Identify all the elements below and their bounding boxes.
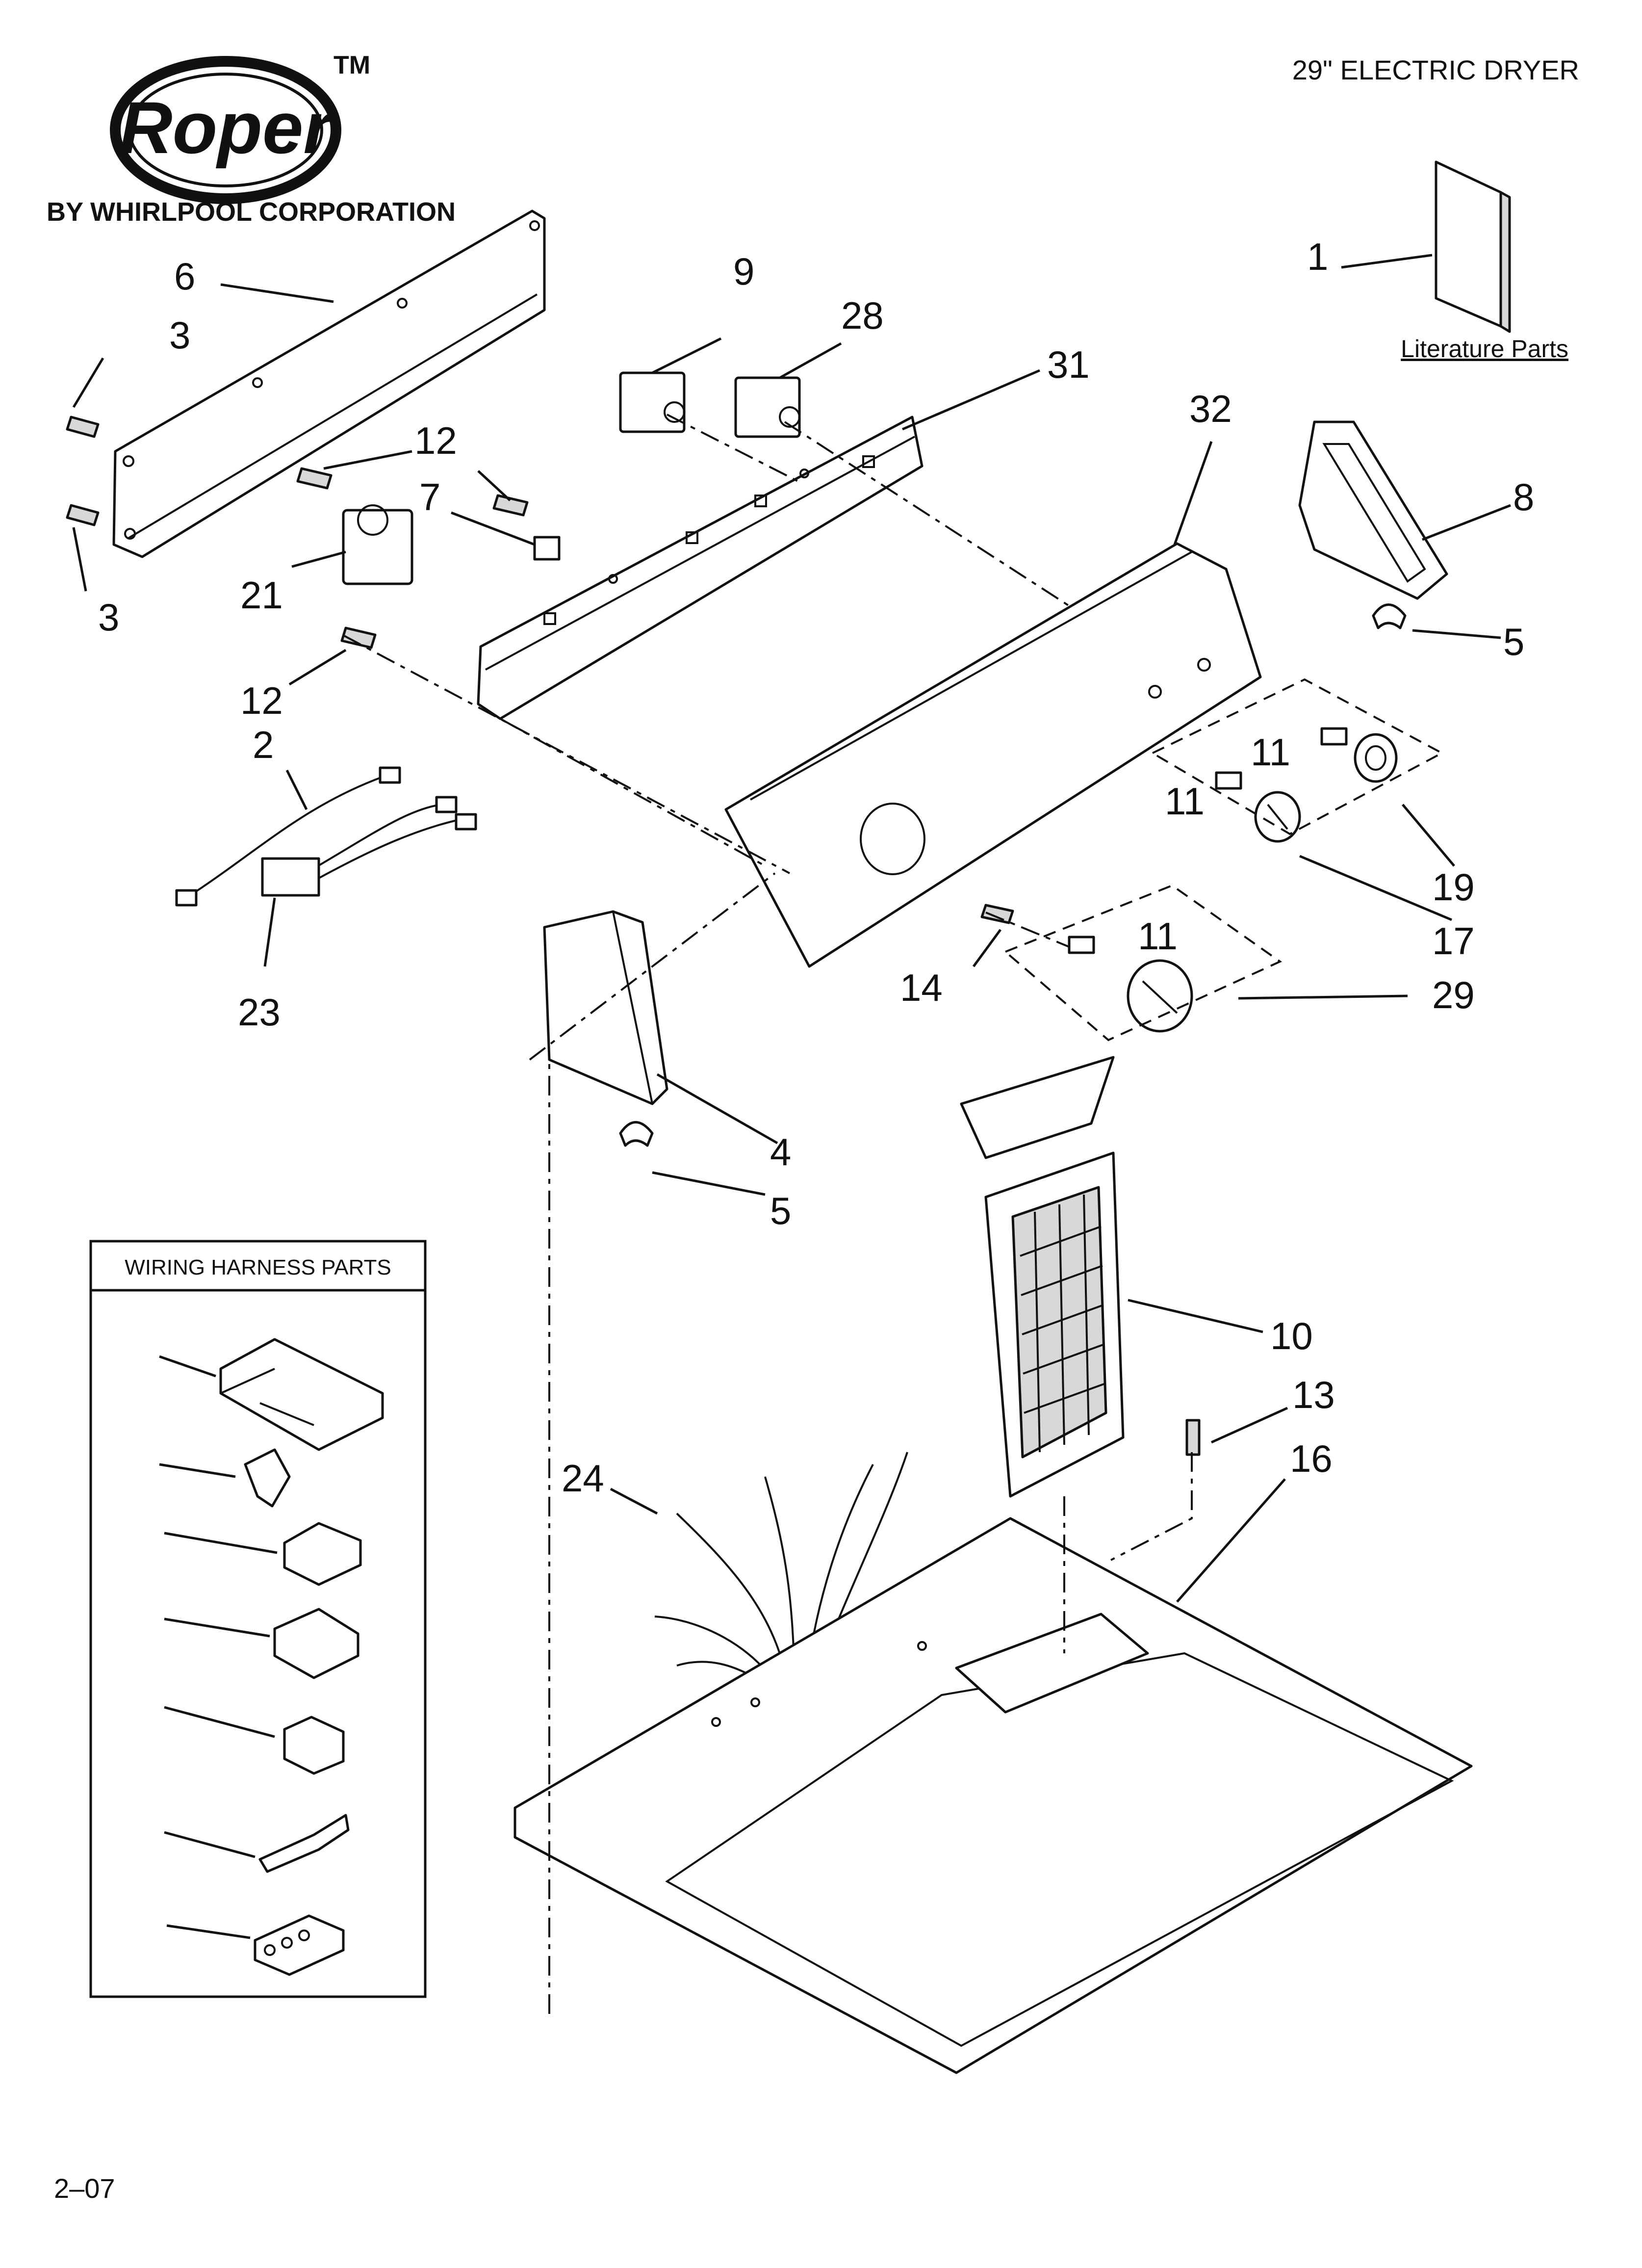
timer-21 [342, 504, 413, 585]
harness-part-20 [283, 1522, 362, 1586]
wire-harness-2 [175, 766, 477, 907]
clip-parts [619, 603, 1407, 1147]
knob-17 [1254, 791, 1301, 843]
switch-9 [619, 371, 686, 433]
callout-16: 16 [1290, 1437, 1333, 1480]
mounting-bracket [112, 209, 546, 558]
harness-box-title: WIRING HARNESS PARTS [125, 1255, 391, 1279]
harness-part-25 [273, 1608, 359, 1679]
callout-31: 31 [1047, 343, 1090, 386]
harness-part-27 [258, 1814, 350, 1873]
console-housing [724, 542, 1262, 968]
assembly-lines [343, 414, 1444, 2014]
callout-9: 9 [733, 250, 754, 293]
roper-logo: Roper TM [110, 51, 370, 204]
callout-13: 13 [1292, 1373, 1335, 1416]
dryer-top-16 [513, 1517, 1473, 2074]
callout-10: 10 [1270, 1314, 1313, 1357]
callout-3a: 3 [169, 313, 190, 357]
callout-7: 7 [419, 475, 440, 519]
callout-21: 21 [240, 574, 283, 617]
callout-5a: 5 [1503, 620, 1524, 663]
callout-12a: 12 [414, 419, 457, 462]
callout-17: 17 [1432, 919, 1475, 963]
harness-part-18 [244, 1448, 291, 1508]
console-back-panel [477, 416, 924, 720]
leader-arrows [72, 254, 1511, 1603]
end-cap-left [543, 910, 668, 1105]
callout-11b: 11 [1165, 780, 1205, 823]
page-code: 2–07 [54, 2173, 115, 2204]
callout-14: 14 [900, 966, 943, 1009]
callout-12b: 12 [240, 679, 283, 722]
harness-part-15 [219, 1338, 384, 1451]
callout-19: 19 [1432, 865, 1475, 909]
callout-23: 23 [238, 991, 281, 1034]
callout-11a: 11 [1251, 730, 1290, 774]
trademark-symbol: TM [334, 51, 370, 79]
callout-24: 24 [562, 1457, 604, 1500]
harness-part-26 [283, 1716, 345, 1775]
end-cap-right [1298, 420, 1448, 600]
callout-3b: 3 [98, 596, 119, 639]
callout-4: 4 [770, 1130, 791, 1173]
callout-5b: 5 [770, 1189, 791, 1232]
brand-wordmark: Roper [119, 86, 335, 169]
callout-1: 1 [1307, 235, 1328, 278]
literature-manual [1435, 160, 1511, 333]
screw-parts [66, 416, 1201, 1456]
callout-28: 28 [841, 294, 884, 337]
callout-11c: 11 [1138, 914, 1178, 958]
callout-2: 2 [253, 723, 274, 766]
knob-19 [1354, 733, 1398, 783]
model-title: 29" ELECTRIC DRYER [1292, 54, 1579, 85]
callout-6: 6 [174, 255, 195, 298]
switch-28 [734, 376, 801, 438]
lint-screen-10 [960, 1056, 1125, 1498]
literature-label: Literature Parts [1401, 335, 1568, 363]
harness-part-30 [254, 1914, 345, 1976]
callout-29: 29 [1432, 973, 1475, 1017]
callout-32: 32 [1189, 387, 1232, 430]
byline: BY WHIRLPOOL CORPORATION [47, 197, 456, 227]
harness-parts-box: WIRING HARNESS PARTS [89, 1240, 427, 1998]
knob-29 [1127, 959, 1193, 1033]
callout-8: 8 [1513, 475, 1534, 519]
